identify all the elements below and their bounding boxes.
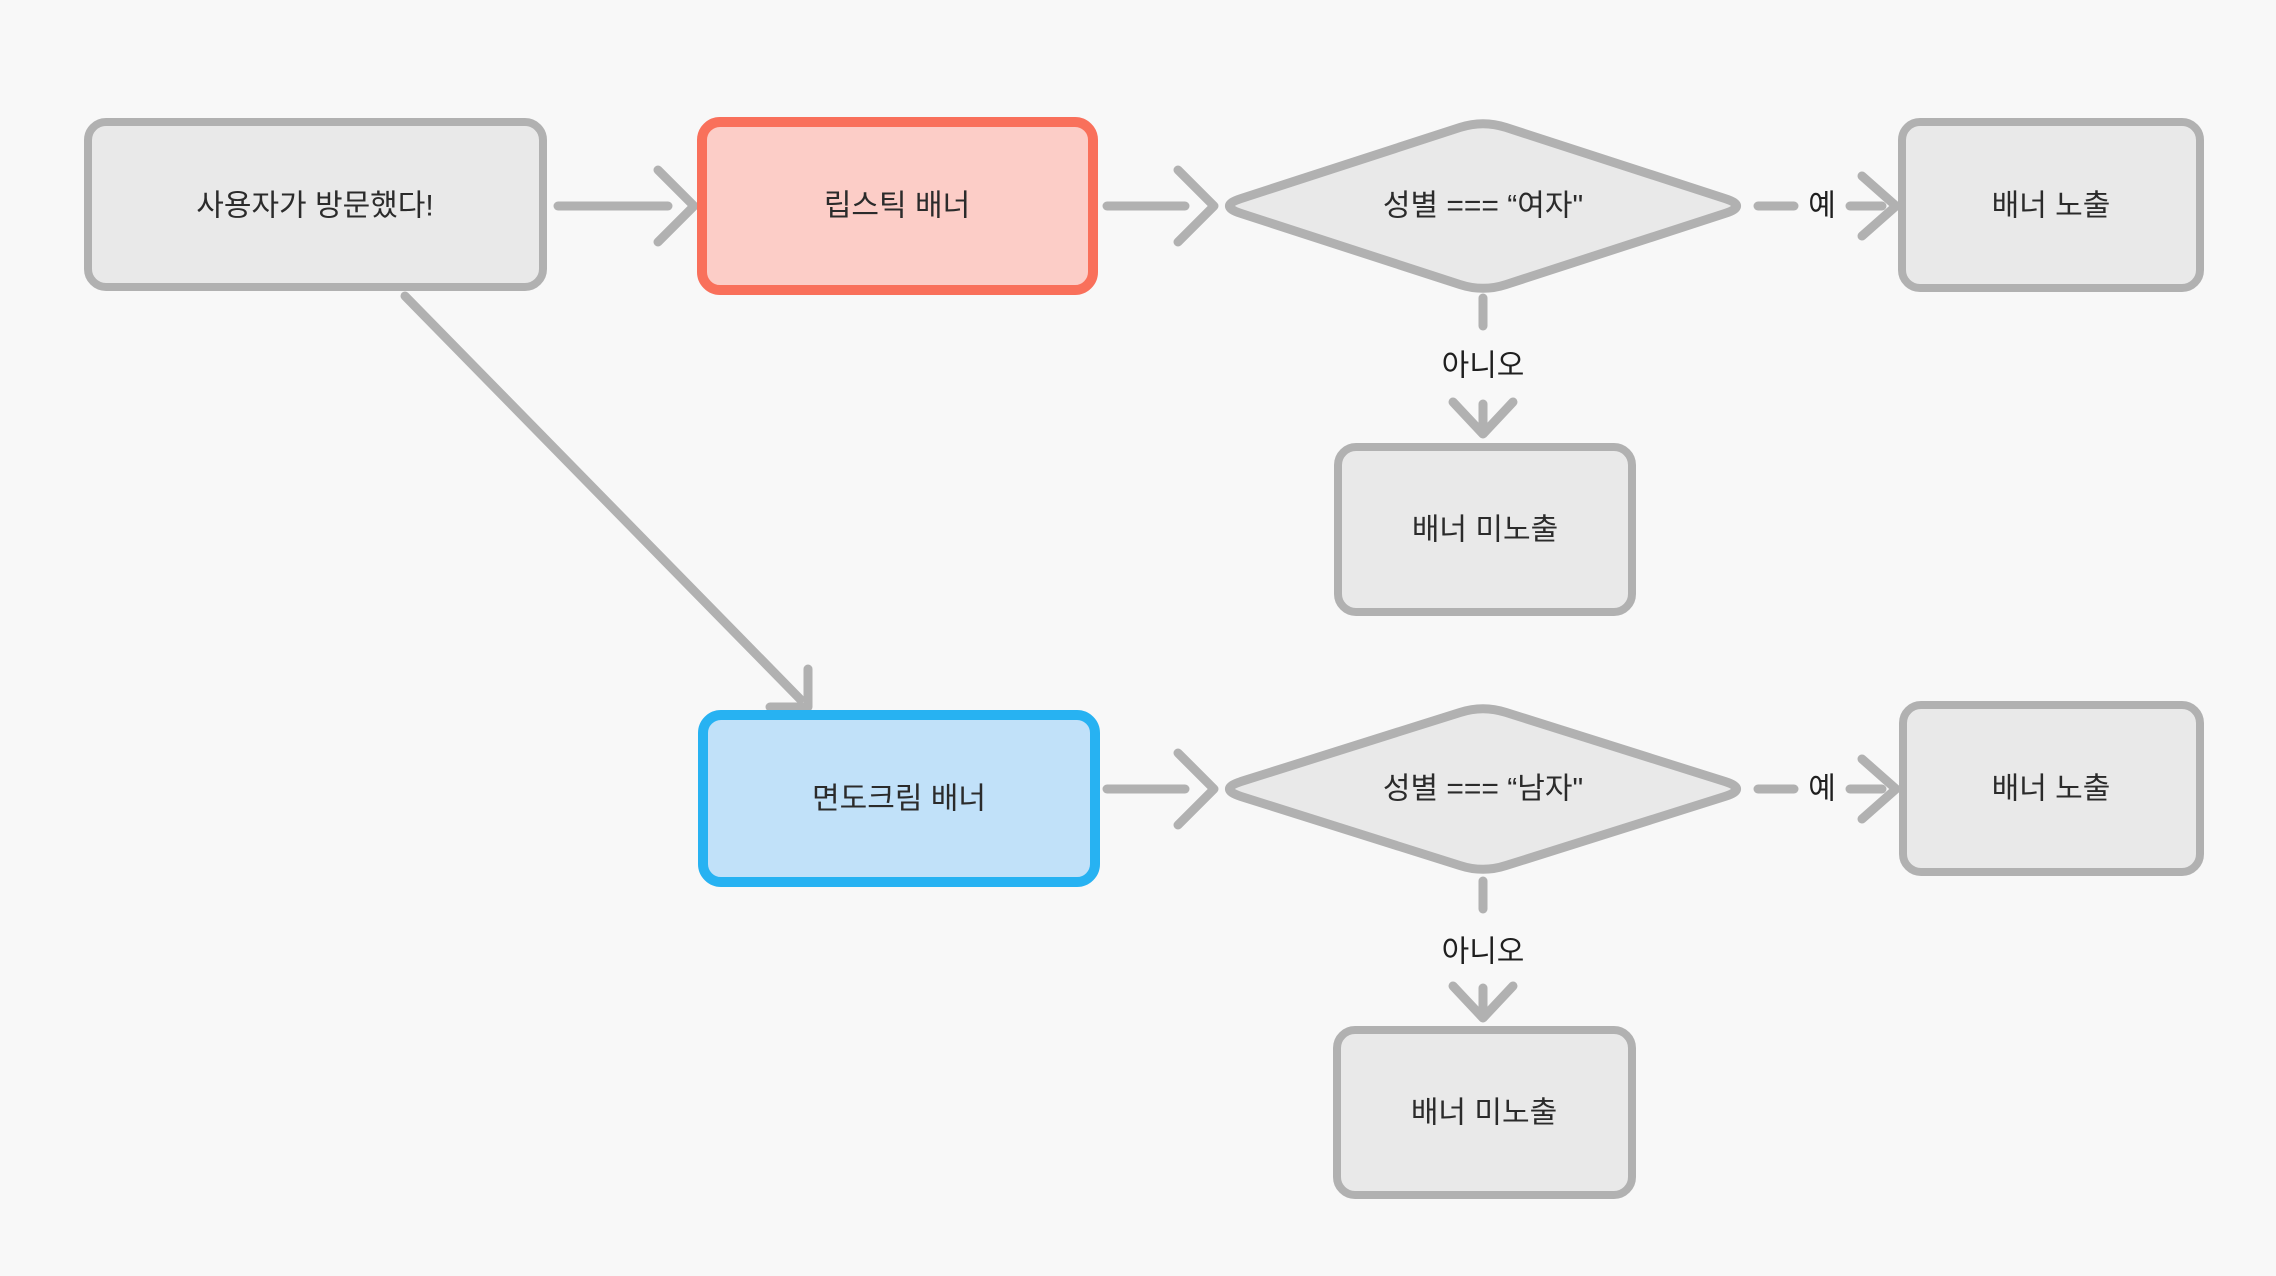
node-female-no-result-shape	[1334, 443, 1636, 616]
node-male-no-result-label: 배너 미노출	[1411, 1097, 1557, 1130]
node-female-no-result: 배너 미노출	[1334, 443, 1636, 616]
node-male-check-shape	[1224, 704, 1742, 874]
edge-start-to-lipstick-arrowhead-icon	[653, 165, 699, 247]
edge-male-yes: 예	[1753, 754, 1901, 824]
node-male-no-result: 배너 미노출	[1333, 1026, 1636, 1199]
node-female-check-label: 성별 === “여자"	[1383, 190, 1583, 223]
edge-lipstick-to-female-check	[1102, 165, 1219, 247]
node-lipstick-banner-label: 립스틱 배너	[824, 190, 970, 223]
edge-female-yes-arrowhead-icon	[1857, 171, 1901, 241]
node-male-no-result-shape	[1333, 1026, 1636, 1199]
node-female-no-result-label: 배너 미노출	[1412, 514, 1558, 547]
node-start: 사용자가 방문했다!	[84, 118, 547, 291]
edge-male-no: 아니오	[1442, 876, 1525, 1023]
node-female-yes-result-shape	[1898, 118, 2204, 292]
edge-male-no-arrowhead-icon	[1448, 981, 1518, 1023]
node-male-yes-result: 배너 노출	[1899, 701, 2204, 876]
node-shaving-banner: 면도크림 배너	[698, 710, 1100, 887]
edge-start-to-lipstick	[553, 165, 699, 247]
node-female-yes-result: 배너 노출	[1898, 118, 2204, 292]
node-start-label: 사용자가 방문했다!	[196, 190, 433, 223]
edge-female-no-arrowhead-icon	[1448, 397, 1518, 439]
edge-female-yes-label: 예	[1808, 190, 1836, 223]
node-lipstick-banner: 립스틱 배너	[697, 117, 1098, 295]
node-male-check-label: 성별 === “남자"	[1383, 773, 1583, 806]
edge-shaving-to-male-check-arrowhead-icon	[1173, 748, 1219, 830]
edge-male-yes-label: 예	[1808, 773, 1836, 806]
edge-start-to-shaving-line	[400, 291, 805, 704]
node-female-check: 성별 === “여자"	[1224, 119, 1742, 293]
edge-male-yes-arrowhead-icon	[1857, 754, 1901, 824]
node-male-yes-result-label: 배너 노출	[1992, 773, 2111, 806]
node-shaving-banner-label: 면도크림 배너	[812, 783, 986, 816]
node-female-yes-result-label: 배너 노출	[1992, 190, 2111, 223]
edge-male-no-label: 아니오	[1442, 936, 1525, 969]
node-male-check: 성별 === “남자"	[1224, 704, 1742, 874]
edge-start-to-shaving-arrowhead-icon	[765, 664, 813, 712]
edge-lipstick-to-female-check-arrowhead-icon	[1173, 165, 1219, 247]
edge-female-no: 아니오	[1442, 293, 1525, 439]
node-female-check-shape	[1224, 119, 1742, 293]
node-lipstick-banner-shape	[697, 117, 1098, 295]
edge-shaving-to-male-check	[1102, 748, 1219, 830]
node-start-shape	[84, 118, 547, 291]
edge-female-yes: 예	[1753, 171, 1901, 241]
node-shaving-banner-shape	[698, 710, 1100, 887]
edge-start-to-shaving	[400, 291, 813, 712]
edge-female-no-label: 아니오	[1442, 350, 1525, 383]
node-male-yes-result-shape	[1899, 701, 2204, 876]
